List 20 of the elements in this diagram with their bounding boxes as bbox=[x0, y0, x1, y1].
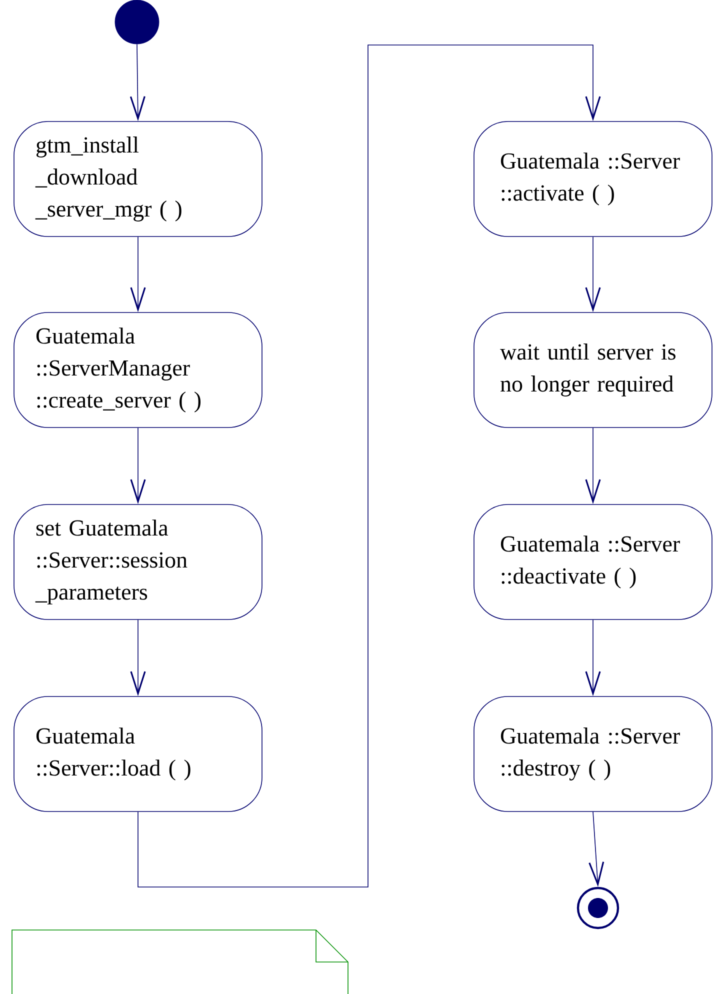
arrow bbox=[588, 812, 604, 887]
activity-box: set Guatemala ::Server::session _parameters bbox=[14, 504, 262, 620]
arrow bbox=[585, 428, 601, 504]
arrow bbox=[585, 236, 601, 312]
activity-box: gtm_install _download _server_mgr ( ) bbox=[14, 121, 262, 237]
arrow bbox=[138, 44, 601, 888]
arrow bbox=[130, 620, 146, 696]
activity-box: wait until server is no longer required bbox=[474, 312, 712, 428]
arrow bbox=[130, 428, 146, 504]
activity-box: Guatemala ::Server ::deactivate ( ) bbox=[474, 504, 712, 620]
arrow bbox=[585, 620, 601, 696]
activity-box: Guatemala ::Server ::destroy ( ) bbox=[474, 696, 712, 812]
arrow bbox=[130, 236, 146, 312]
activity-box: Guatemala ::Server ::activate ( ) bbox=[474, 121, 712, 237]
note-shape bbox=[12, 930, 348, 994]
activity-box: Guatemala ::ServerManager ::create_server ( ) bbox=[14, 312, 262, 428]
end-node bbox=[576, 886, 620, 930]
activity-box: Guatemala ::Server::load ( ) bbox=[14, 696, 262, 812]
arrow bbox=[130, 44, 146, 122]
start-node bbox=[114, 0, 160, 44]
